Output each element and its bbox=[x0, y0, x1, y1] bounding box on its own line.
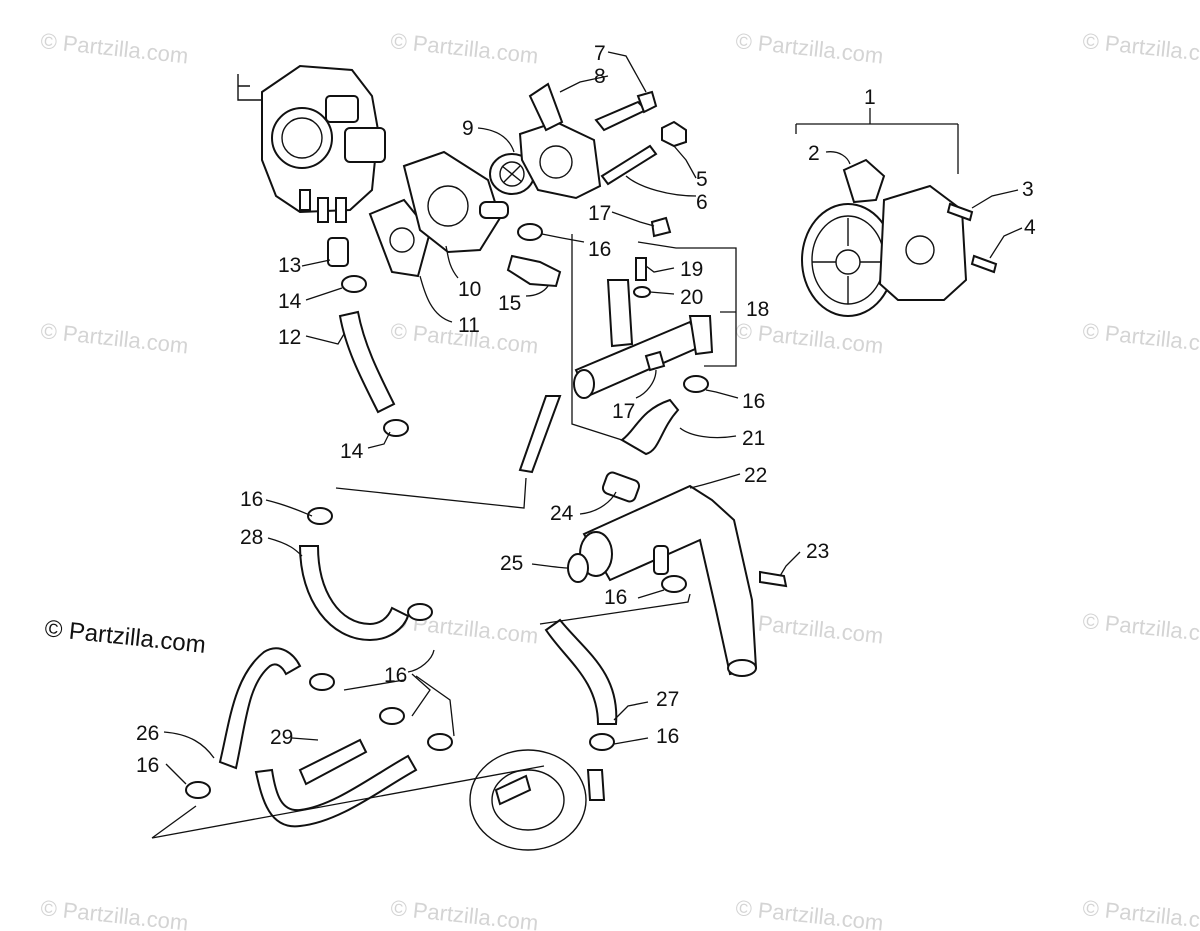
callout-14b: 14 bbox=[340, 440, 364, 463]
part-13-sleeve bbox=[327, 237, 349, 267]
part-8-outlet bbox=[518, 82, 602, 200]
part-16-clamp-b bbox=[308, 673, 336, 691]
callout-16-center: 16 bbox=[604, 586, 627, 609]
part-28-hose bbox=[298, 545, 410, 642]
brand-watermark: © Partzilla.com bbox=[43, 615, 207, 659]
watermark: © Partzilla.com bbox=[39, 895, 189, 931]
throttle-body-illustration bbox=[237, 64, 386, 223]
callout-10: 10 bbox=[458, 278, 481, 301]
watermark: © Partzilla.com bbox=[389, 28, 539, 68]
part-6-stud bbox=[600, 144, 658, 186]
watermark: © Partzilla.com bbox=[734, 608, 884, 648]
leader-lines bbox=[151, 51, 1023, 839]
part-26-hose bbox=[218, 647, 302, 770]
callout-6: 6 bbox=[696, 191, 708, 214]
callout-14: 14 bbox=[278, 290, 302, 313]
watermark: © Partzilla.com bbox=[39, 28, 189, 68]
part-17-bolt bbox=[650, 216, 672, 238]
callout-23: 23 bbox=[806, 540, 829, 563]
callout-1: 1 bbox=[864, 86, 876, 109]
part-16-clamp-left bbox=[306, 507, 334, 525]
callout-22: 22 bbox=[744, 464, 767, 487]
part-7-bolt bbox=[594, 100, 648, 132]
part-16-clamp-d bbox=[426, 733, 454, 751]
callout-27: 27 bbox=[656, 688, 679, 711]
callout-15: 15 bbox=[498, 292, 521, 315]
watermark: © Partzilla.com bbox=[734, 318, 884, 358]
callout-7: 7 bbox=[594, 42, 606, 65]
part-10-housing bbox=[402, 150, 502, 254]
callout-28: 28 bbox=[240, 526, 263, 549]
callout-16-left-top: 16 bbox=[240, 488, 263, 511]
part-4-bolt bbox=[970, 254, 998, 274]
watermark: © Partzilla.com bbox=[734, 28, 884, 68]
part-2-gasket bbox=[842, 158, 886, 204]
callout-26: 26 bbox=[136, 722, 159, 745]
part-14-clamp bbox=[340, 275, 368, 293]
callout-21: 21 bbox=[742, 427, 765, 450]
part-21-elbow-hose bbox=[620, 398, 680, 456]
part-18-pipe-assembly bbox=[518, 257, 714, 474]
part-16-clamp-a bbox=[406, 603, 434, 621]
watermark: © Partzilla.com bbox=[734, 895, 884, 931]
callout-16-left-bottom: 16 bbox=[136, 754, 159, 777]
callout-16-mid: 16 bbox=[742, 390, 765, 413]
watermark: © Partzilla.com bbox=[1081, 318, 1200, 358]
part-12-hose bbox=[338, 310, 396, 414]
part-16-clamp-right bbox=[682, 375, 710, 393]
part-16-clamp-center bbox=[660, 575, 688, 593]
part-23-bolt bbox=[759, 570, 788, 588]
part-16-clamp-lower-right bbox=[588, 733, 616, 751]
part-16-clamp bbox=[516, 223, 544, 241]
part-25-o-ring bbox=[567, 553, 589, 583]
callout-16-cluster: 16 bbox=[384, 664, 407, 687]
callout-17-mid: 17 bbox=[612, 400, 635, 423]
watermark: © Partzilla.com bbox=[1081, 28, 1200, 68]
callout-8: 8 bbox=[594, 65, 606, 88]
callout-4: 4 bbox=[1024, 216, 1036, 239]
callout-20: 20 bbox=[680, 286, 703, 309]
callout-12: 12 bbox=[278, 326, 301, 349]
callout-18: 18 bbox=[746, 298, 769, 321]
part-11-gasket bbox=[368, 198, 432, 278]
part-16-clamp-c bbox=[378, 707, 406, 725]
callout-11: 11 bbox=[458, 314, 480, 337]
watermark: © Partzilla.com bbox=[389, 895, 539, 931]
callout-2: 2 bbox=[808, 142, 820, 165]
callout-5: 5 bbox=[696, 168, 708, 191]
watermark: © Partzilla.com bbox=[1081, 895, 1200, 931]
callout-17-top: 17 bbox=[588, 202, 611, 225]
callout-19: 19 bbox=[680, 258, 703, 281]
callout-16-lower-right: 16 bbox=[656, 725, 679, 748]
callout-13: 13 bbox=[278, 254, 301, 277]
callout-29: 29 bbox=[270, 726, 293, 749]
part-20-washer bbox=[633, 286, 651, 298]
watermark: © Partzilla.com bbox=[39, 318, 189, 358]
lower-housing-illustration bbox=[469, 749, 606, 851]
part-14-clamp-lower bbox=[382, 419, 410, 437]
callout-labels: 1 2 3 4 5 6 7 8 9 10 11 12 13 14 14 15 1… bbox=[136, 42, 1036, 777]
callout-9: 9 bbox=[462, 117, 474, 140]
part-24-sleeve bbox=[601, 471, 641, 503]
part-5-nut bbox=[661, 120, 687, 148]
part-1-water-pump bbox=[801, 184, 968, 317]
watermark: © Partzilla.com bbox=[1081, 608, 1200, 648]
callout-16-top: 16 bbox=[588, 238, 611, 261]
part-15-sensor bbox=[506, 254, 562, 288]
callout-25: 25 bbox=[500, 552, 523, 575]
part-3-bolt bbox=[946, 202, 974, 222]
callout-3: 3 bbox=[1022, 178, 1034, 201]
part-27-hose bbox=[544, 618, 618, 725]
part-16-clamp-e bbox=[184, 781, 212, 799]
part-29-hose bbox=[254, 754, 418, 828]
callout-24: 24 bbox=[550, 502, 574, 525]
